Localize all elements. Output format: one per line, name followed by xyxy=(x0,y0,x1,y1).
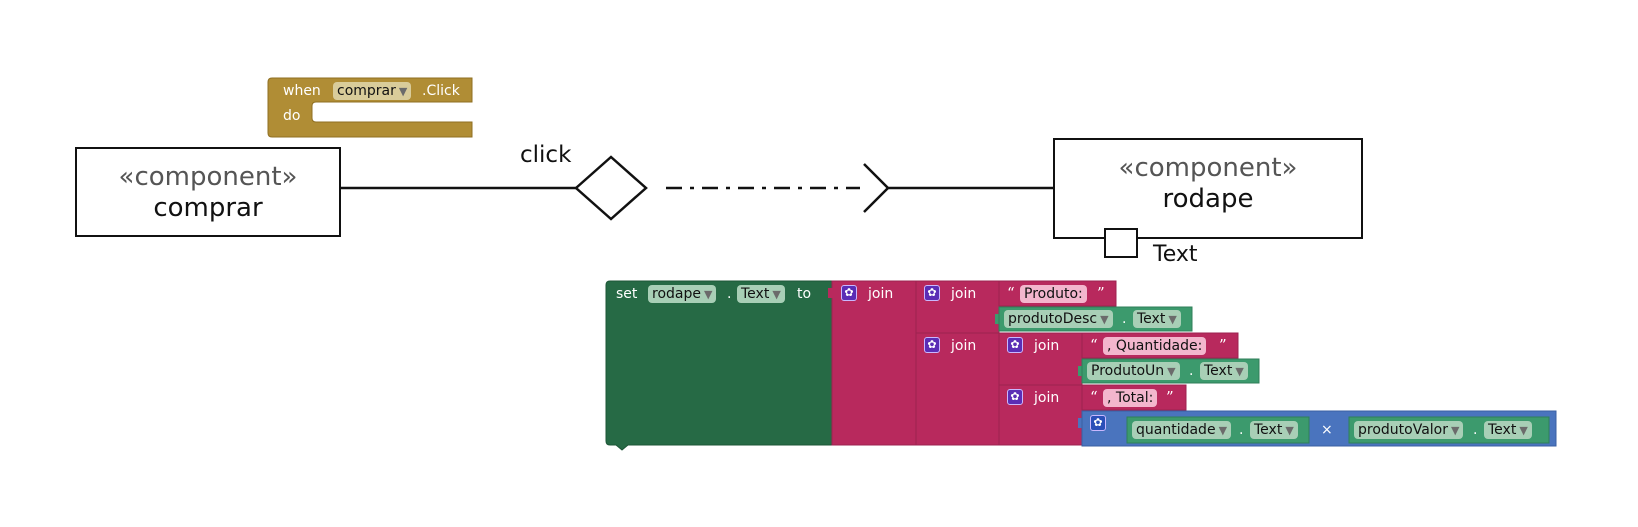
setter-to-label: to xyxy=(797,286,812,302)
setter-component-dropdown[interactable]: rodape▼ xyxy=(648,285,717,303)
component-name: comprar xyxy=(153,193,263,223)
uml-connector xyxy=(340,155,1054,221)
quantidade-dropdown[interactable]: quantidade▼ xyxy=(1132,421,1232,439)
gear-icon[interactable]: ✿ xyxy=(841,285,857,301)
join-label: join xyxy=(951,338,977,354)
gear-icon[interactable]: ✿ xyxy=(924,285,940,301)
text-port xyxy=(1104,228,1138,258)
join-label: join xyxy=(868,286,894,302)
stereotype-label: «component» xyxy=(118,162,298,192)
setter-component-label: rodape xyxy=(652,286,701,302)
setter-block[interactable] xyxy=(605,280,833,451)
getter-dot: . xyxy=(1122,311,1127,327)
gear-icon[interactable]: ✿ xyxy=(924,337,940,353)
join-label: join xyxy=(1034,390,1060,406)
set-label: set xyxy=(616,286,638,302)
produtoun-dropdown[interactable]: ProdutoUn▼ xyxy=(1087,362,1180,380)
getter-dot: . xyxy=(1473,422,1478,438)
quantidade-property-dropdown[interactable]: Text▼ xyxy=(1250,421,1298,439)
event-label: click xyxy=(520,142,572,168)
produtovalor-property-dropdown[interactable]: Text▼ xyxy=(1484,421,1532,439)
getter-property-label: Text xyxy=(1204,363,1233,379)
component-name: rodape xyxy=(1162,184,1254,214)
event-name-label: .Click xyxy=(422,83,460,99)
chevron-down-icon: ▼ xyxy=(1168,313,1177,326)
setter-property-label: Text xyxy=(741,286,770,302)
component-rodape-box: «component» rodape xyxy=(1053,138,1363,239)
getter-component-label: produtoDesc xyxy=(1008,311,1098,327)
open-quote: “ xyxy=(1090,336,1098,354)
gear-icon[interactable]: ✿ xyxy=(1007,389,1023,405)
port-label: Text xyxy=(1153,242,1198,267)
event-when-label: when xyxy=(283,83,321,99)
event-block[interactable] xyxy=(267,77,473,138)
getter-component-label: ProdutoUn xyxy=(1091,363,1165,379)
chevron-down-icon: ▼ xyxy=(398,85,408,98)
open-quote: “ xyxy=(1090,388,1098,406)
produto-text-field[interactable]: Produto: xyxy=(1020,285,1087,303)
produtoun-property-dropdown[interactable]: Text▼ xyxy=(1200,362,1248,380)
component-comprar-box: «component» comprar xyxy=(75,147,341,237)
gear-icon[interactable]: ✿ xyxy=(1007,337,1023,353)
gear-icon[interactable]: ✿ xyxy=(1090,415,1106,431)
setter-dot: . xyxy=(727,286,732,302)
getter-dot: . xyxy=(1239,422,1244,438)
stereotype-label: «component» xyxy=(1118,153,1298,183)
event-component-dropdown[interactable]: comprar▼ xyxy=(333,82,412,100)
chevron-down-icon: ▼ xyxy=(772,288,781,301)
getter-dot: . xyxy=(1189,363,1194,379)
total-text-field[interactable]: , Total: xyxy=(1103,389,1158,407)
produtodesc-property-dropdown[interactable]: Text▼ xyxy=(1133,310,1181,328)
chevron-down-icon: ▼ xyxy=(1235,365,1244,378)
open-quote: “ xyxy=(1007,284,1015,302)
getter-component-label: quantidade xyxy=(1136,422,1216,438)
getter-property-label: Text xyxy=(1488,422,1517,438)
chevron-down-icon: ▼ xyxy=(1218,424,1228,437)
produtovalor-dropdown[interactable]: produtoValor▼ xyxy=(1354,421,1464,439)
setter-property-dropdown[interactable]: Text▼ xyxy=(737,285,785,303)
chevron-down-icon: ▼ xyxy=(1451,424,1460,437)
join-label: join xyxy=(1034,338,1060,354)
join-label: join xyxy=(951,286,977,302)
close-quote: ” xyxy=(1166,388,1174,406)
chevron-down-icon: ▼ xyxy=(1519,424,1528,437)
getter-component-label: produtoValor xyxy=(1358,422,1448,438)
close-quote: ” xyxy=(1097,284,1105,302)
chevron-down-icon: ▼ xyxy=(1167,365,1176,378)
close-quote: ” xyxy=(1219,336,1227,354)
produtodesc-dropdown[interactable]: produtoDesc▼ xyxy=(1004,310,1113,328)
multiply-operator: × xyxy=(1321,422,1333,438)
chevron-down-icon: ▼ xyxy=(1285,424,1294,437)
chevron-down-icon: ▼ xyxy=(1100,313,1109,326)
event-component-label: comprar xyxy=(337,83,396,99)
quantidade-text-field[interactable]: , Quantidade: xyxy=(1103,337,1207,355)
chevron-down-icon: ▼ xyxy=(703,288,713,301)
getter-property-label: Text xyxy=(1137,311,1166,327)
getter-property-label: Text xyxy=(1254,422,1283,438)
event-do-label: do xyxy=(283,108,301,124)
